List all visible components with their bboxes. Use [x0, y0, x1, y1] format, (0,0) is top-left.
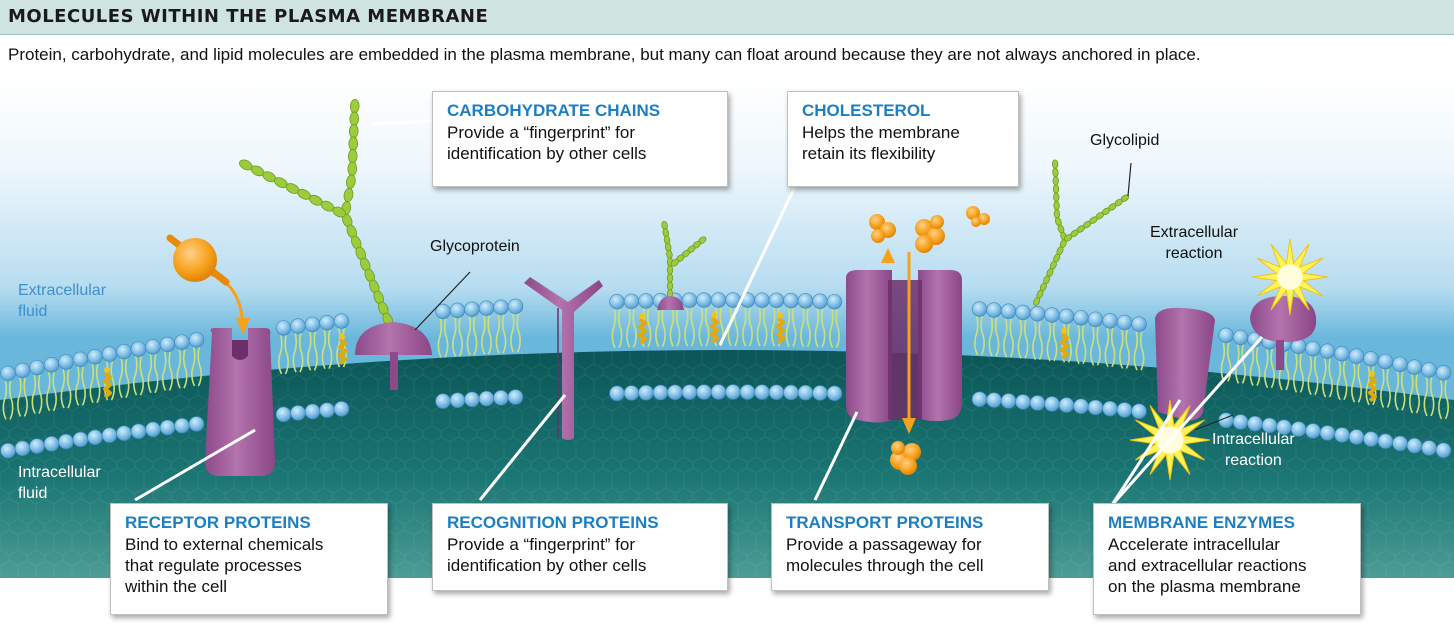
- membrane-enzymes-desc-2: and extracellular reactions: [1108, 556, 1307, 575]
- page-title: MOLECULES WITHIN THE PLASMA MEMBRANE: [8, 6, 489, 27]
- membrane-enzymes: [1155, 296, 1317, 421]
- transport-proteins-desc-2: molecules through the cell: [786, 556, 984, 575]
- recognition-proteins-desc-2: identification by other cells: [447, 556, 647, 575]
- lipid-tails: [2, 305, 1449, 420]
- leader-lines-dark: [1127, 162, 1234, 431]
- transport-protein: [846, 248, 962, 434]
- receptor-proteins-desc-1: Bind to external chemicals: [125, 535, 324, 554]
- small-glycoprotein: [657, 296, 684, 310]
- page-subtitle: Protein, carbohydrate, and lipid molecul…: [8, 45, 1201, 64]
- cholesterol-molecules: [103, 312, 1377, 403]
- cholesterol-desc-2: retain its flexibility: [802, 144, 936, 163]
- transport-proteins-desc-1: Provide a passageway for: [786, 535, 982, 554]
- phospholipid-heads: [0, 292, 1452, 459]
- cholesterol-desc-1: Helps the membrane: [802, 123, 960, 142]
- recognition-protein: [524, 277, 603, 440]
- carbohydrate-chains-title: CARBOHYDRATE CHAINS: [447, 101, 661, 120]
- cholesterol-title: CHOLESTEROL: [802, 101, 931, 120]
- transport-proteins-title: TRANSPORT PROTEINS: [786, 513, 984, 532]
- membrane-enzymes-desc-1: Accelerate intracellular: [1108, 535, 1280, 554]
- carbohydrate-chains-callout: CARBOHYDRATE CHAINS Provide a “fingerpri…: [432, 91, 728, 187]
- glycoprotein-label: Glycoprotein: [430, 238, 520, 255]
- receptor-proteins-title: RECEPTOR PROTEINS: [125, 513, 311, 532]
- carbohydrate-chains-desc-2: identification by other cells: [447, 144, 647, 163]
- glycoprotein: [355, 271, 471, 390]
- transport-proteins-callout: TRANSPORT PROTEINS Provide a passageway …: [771, 503, 1049, 591]
- receptor-protein: [204, 328, 276, 476]
- carbohydrate-chains: [239, 99, 1130, 327]
- recognition-proteins-callout: RECOGNITION PROTEINS Provide a “fingerpr…: [432, 503, 728, 591]
- header-bar: MOLECULES WITHIN THE PLASMA MEMBRANE: [0, 0, 1454, 35]
- carbohydrate-chains-desc-1: Provide a “fingerprint” for: [447, 123, 636, 142]
- recognition-proteins-desc-1: Provide a “fingerprint” for: [447, 535, 636, 554]
- leader-lines: [134, 119, 1264, 506]
- signal-molecule: [166, 234, 250, 335]
- cholesterol-callout: CHOLESTEROL Helps the membrane retain it…: [787, 91, 1019, 187]
- recognition-proteins-title: RECOGNITION PROTEINS: [447, 513, 659, 532]
- membrane-enzymes-title: MEMBRANE ENZYMES: [1108, 513, 1296, 532]
- membrane-enzymes-desc-3: on the plasma membrane: [1108, 577, 1301, 596]
- transported-molecules: [869, 206, 990, 475]
- membrane-enzymes-callout: MEMBRANE ENZYMES Accelerate intracellula…: [1093, 503, 1361, 615]
- glycolipid-label: Glycolipid: [1090, 132, 1160, 149]
- receptor-proteins-desc-2: that regulate processes: [125, 556, 302, 575]
- receptor-proteins-callout: RECEPTOR PROTEINS Bind to external chemi…: [110, 503, 388, 615]
- receptor-proteins-desc-3: within the cell: [125, 577, 228, 596]
